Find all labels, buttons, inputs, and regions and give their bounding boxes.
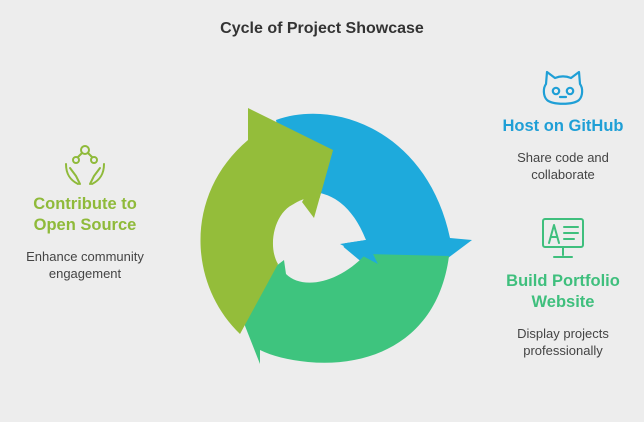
step-contribute-heading: Contribute to Open Source xyxy=(10,194,160,236)
step-build-description-line-2: professionally xyxy=(523,343,603,358)
step-host-description-line-1: Share code and xyxy=(517,150,609,165)
cycle-arrow-portfolio xyxy=(234,254,449,364)
cycle-hub xyxy=(279,198,347,266)
step-contribute: Contribute to Open Source Enhance commun… xyxy=(10,142,160,282)
step-build-heading: Build Portfolio Website xyxy=(488,271,638,313)
step-host: Host on GitHub Share code and collaborat… xyxy=(488,68,638,183)
step-contribute-description-line-1: Enhance community xyxy=(26,249,144,264)
step-contribute-heading-line-1: Contribute to xyxy=(33,195,137,213)
step-contribute-heading-line-2: Open Source xyxy=(33,216,137,234)
step-build-description-line-1: Display projects xyxy=(517,326,609,341)
step-build: Build Portfolio Website Display projects… xyxy=(488,215,638,359)
cycle-arrows xyxy=(200,108,472,364)
website-monitor-icon xyxy=(542,218,584,258)
diagram-title: Cycle of Project Showcase xyxy=(220,20,424,37)
step-host-heading: Host on GitHub xyxy=(502,117,624,135)
step-build-heading-line-2: Website xyxy=(531,293,595,311)
step-contribute-description-line-2: engagement xyxy=(48,266,122,281)
step-host-description: Share code and collaborate xyxy=(488,149,638,183)
step-host-description-line-2: collaborate xyxy=(531,167,595,182)
cycle-arrow-contribute xyxy=(200,108,333,334)
step-build-heading-line-1: Build Portfolio xyxy=(506,272,620,290)
github-octocat-icon xyxy=(542,70,584,105)
community-hands-icon xyxy=(65,145,105,185)
step-build-description: Display projects professionally xyxy=(488,325,638,359)
step-contribute-description: Enhance community engagement xyxy=(10,248,160,282)
